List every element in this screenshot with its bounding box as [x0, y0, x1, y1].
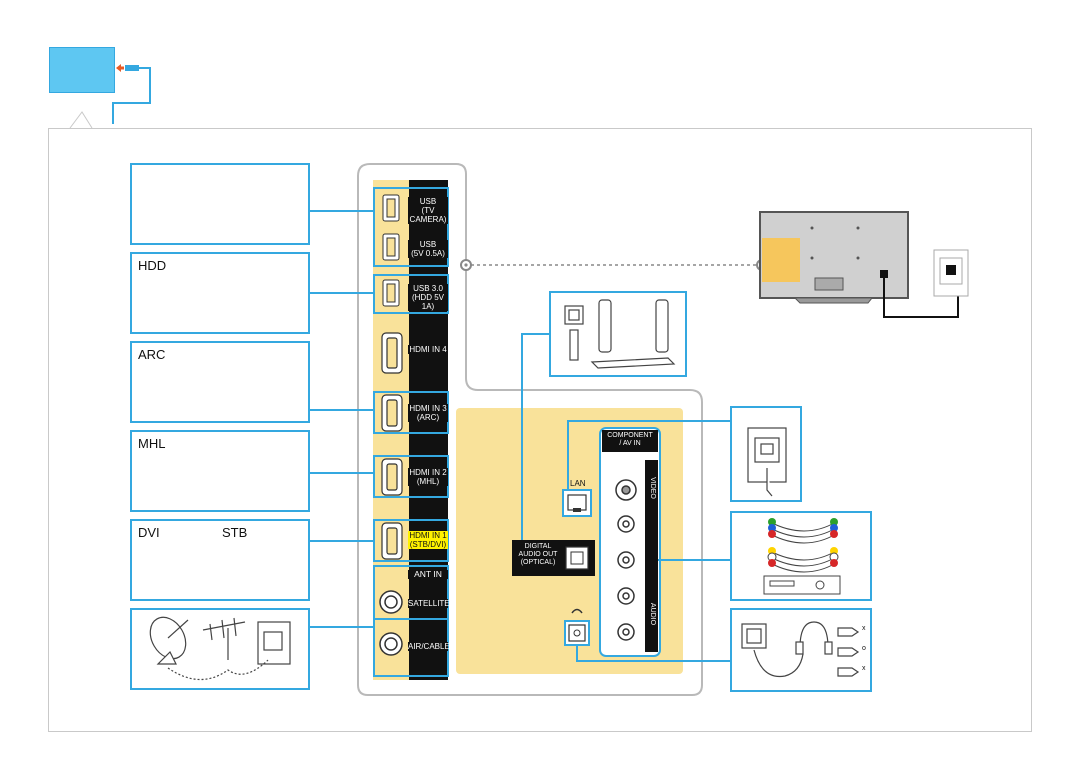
soundbar-optical-box	[549, 291, 687, 377]
lan-wall-box	[730, 406, 802, 502]
mhl-label: MHL	[138, 436, 166, 451]
usb-5v-label-line2: (5V 0.5A)	[411, 249, 445, 258]
usb3-label-line1: USB 3.0	[413, 284, 443, 293]
antenna-ports	[379, 590, 403, 656]
tv-rear-illustration	[759, 211, 969, 318]
component-line2: / AV IN	[619, 440, 641, 447]
hdmi3-label-line1: HDMI IN 3	[409, 404, 447, 413]
hdd-label: HDD	[138, 258, 167, 273]
satellite-label: SATELLITE	[408, 599, 450, 608]
hdmi1-label: HDMI IN 1 (STB/DVI)	[408, 531, 448, 549]
usb-camera-label-line2: (TV CAMERA)	[409, 206, 447, 224]
digital-audio-out-label: DIGITAL AUDIO OUT (OPTICAL)	[513, 543, 563, 567]
arc-label: ARC	[138, 347, 166, 362]
component-av-in-label: COMPONENT / AV IN	[602, 432, 658, 448]
usb-5v-label-line1: USB	[419, 240, 437, 249]
hdmi3-label: HDMI IN 3 (ARC)	[408, 404, 448, 422]
mhl-device-box: MHL	[130, 430, 310, 512]
usb-camera-label-line1: USB	[419, 197, 437, 206]
usb-port-icons	[382, 194, 400, 307]
video-label: VIDEO	[649, 477, 656, 499]
headphone-mark-1: x	[862, 625, 866, 632]
digital-audio-line1: DIGITAL	[524, 543, 552, 550]
headphone-jack	[564, 608, 590, 646]
air-cable-label: AIR/CABLE	[408, 642, 450, 651]
lan-wall-illustration	[747, 427, 787, 497]
usb-device-box	[130, 163, 310, 245]
hdmi-port-icons	[381, 332, 403, 560]
component-strip	[599, 427, 661, 657]
headphone-mark-3: x	[862, 665, 866, 672]
ant-in-label: ANT IN	[408, 570, 448, 579]
digital-audio-line2: AUDIO OUT	[518, 551, 558, 558]
usb-camera-label: USB (TV CAMERA)	[408, 197, 448, 224]
audio-label: AUDIO	[649, 602, 656, 626]
hdmi2-label-line1: HDMI IN 2	[409, 468, 447, 477]
hdmi2-label: HDMI IN 2 (MHL)	[408, 468, 448, 486]
component-device-box	[730, 511, 872, 601]
hdmi1-label-line1: HDMI IN 1	[409, 531, 447, 540]
arc-device-box: ARC	[130, 341, 310, 423]
stb-label: STB	[222, 525, 248, 540]
diagram-frame	[48, 128, 1032, 732]
headphones-box	[730, 608, 872, 692]
satellite-antenna-illustration	[149, 616, 291, 681]
rca-cables-illustration	[763, 518, 841, 595]
antenna-device-box	[130, 608, 310, 690]
hdmi2-label-line2: (MHL)	[416, 477, 440, 486]
headphones-illustration	[741, 621, 860, 678]
soundbar-optical-illustration	[564, 299, 676, 369]
hdmi4-label: HDMI IN 4	[408, 345, 448, 354]
dvi-label: DVI	[138, 525, 160, 540]
tv-dashed-link	[460, 259, 768, 271]
thumbnail-connector	[112, 64, 151, 124]
hdd-device-box: HDD	[130, 252, 310, 334]
headphone-mark-2: o	[862, 645, 866, 652]
lan-port	[562, 489, 592, 517]
ant-separators	[374, 618, 448, 620]
dvi-stb-device-box: DVI STB	[130, 519, 310, 601]
component-line1: COMPONENT	[607, 432, 653, 439]
digital-audio-line3: (OPTICAL)	[520, 559, 556, 566]
component-jacks	[615, 479, 637, 641]
left-connection-lines	[310, 210, 730, 662]
monitor-thumbnail	[49, 47, 115, 93]
optical-port	[512, 540, 595, 576]
frame-notch	[69, 111, 93, 129]
hdmi1-label-line2: (STB/DVI)	[409, 540, 447, 549]
usb3-label: USB 3.0 (HDD 5V 1A)	[408, 284, 448, 311]
hdmi3-label-line2: (ARC)	[416, 413, 440, 422]
usb-5v-label: USB (5V 0.5A)	[408, 240, 448, 258]
lan-label: LAN	[570, 479, 586, 488]
usb3-label-line2: (HDD 5V 1A)	[411, 293, 444, 311]
